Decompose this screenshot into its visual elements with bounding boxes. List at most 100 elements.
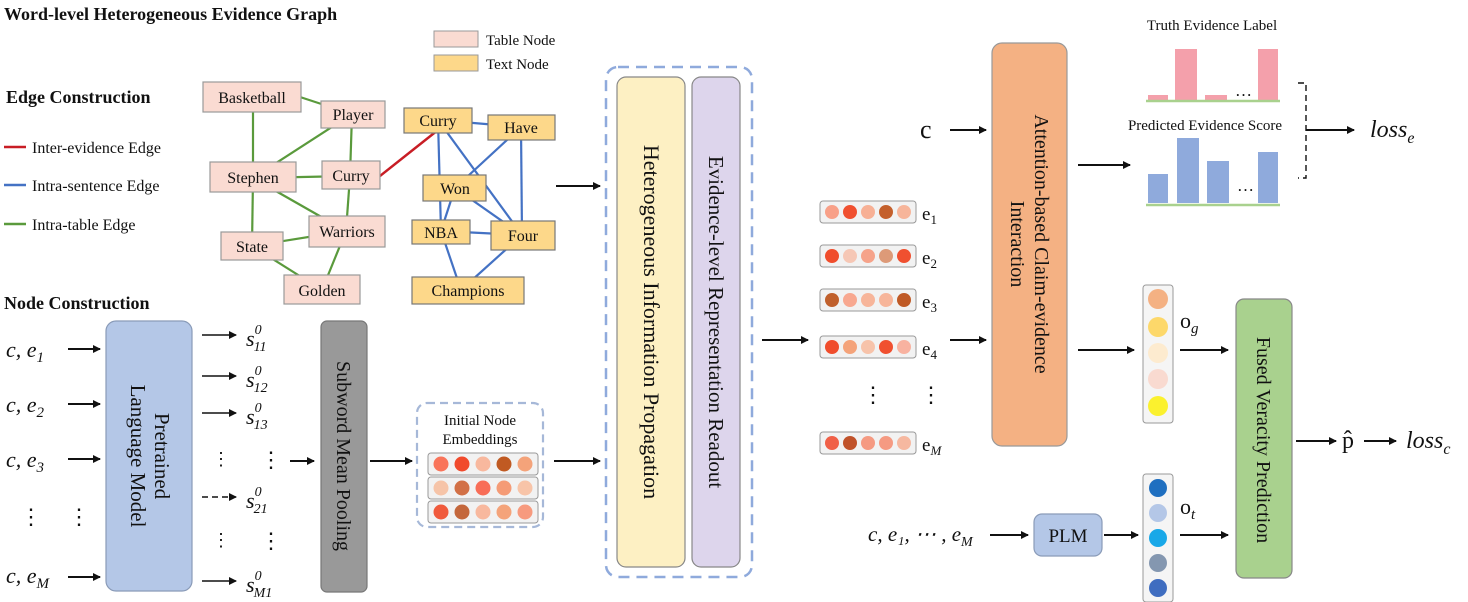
intra-sentence-edges (436, 118, 524, 291)
svg-text:Warriors: Warriors (319, 224, 375, 241)
graph-title: Word-level Heterogeneous Evidence Graph (4, 4, 337, 24)
evidence-vectors (819, 200, 917, 455)
evidence-ellipsis-1: ⋮ (862, 382, 884, 407)
propagation-container (604, 65, 754, 579)
svg-text:Golden: Golden (298, 283, 345, 300)
og-label: og (1180, 308, 1199, 337)
loss-e-bracket (1298, 82, 1307, 179)
s-term-arrows (202, 331, 237, 585)
truth-label-title: Truth Evidence Label (1147, 18, 1277, 34)
loss-e: losse (1370, 117, 1414, 147)
svg-text:Have: Have (504, 120, 538, 137)
evidence-ellipsis-2: ⋮ (920, 382, 942, 407)
text-node-four: Four (490, 220, 556, 251)
table-node-curry: Curry (321, 160, 381, 190)
evidence-label-1: e1 (922, 204, 937, 227)
erro-block (691, 76, 741, 568)
table-node-warriors: Warriors (308, 215, 386, 248)
input-c-e1: c, e1 (6, 337, 44, 366)
evidence-label-4: e4 (922, 339, 937, 362)
input-c-em: c, eM (6, 563, 51, 592)
text-node-curry: Curry (403, 107, 473, 134)
edge-construction-heading: Edge Construction (6, 87, 151, 107)
legend-text-node-swatch (433, 54, 479, 72)
initial-embeddings-line1: Initial Node (444, 413, 516, 429)
legend-intra-table-label: Intra-table Edge (32, 217, 136, 234)
svg-text:Interaction: Interaction (1006, 201, 1028, 288)
inter-evidence-edge (379, 129, 439, 177)
pred-score-bars (1146, 138, 1280, 207)
legend-table-node-label: Table Node (486, 33, 556, 49)
s-ellipsis-2: ⋮ (260, 447, 282, 472)
legend-text-node-label: Text Node (486, 57, 549, 73)
s-ellipsis-1: ⋮ (212, 449, 230, 469)
initial-embeddings-container (415, 401, 545, 529)
hip-label: Heterogeneous Information Propagation (639, 145, 664, 499)
node-construction-heading: Node Construction (4, 293, 150, 313)
svg-text:Player: Player (333, 107, 375, 124)
svg-text:Basketball: Basketball (218, 90, 286, 107)
acei-block (991, 42, 1068, 447)
svg-text:Language Model: Language Model (126, 385, 150, 528)
subword-pooling-label: Subword Mean Pooling (332, 361, 354, 551)
svg-text:Won: Won (440, 181, 470, 198)
table-node-stephen: Stephen (209, 161, 297, 193)
legend-intra-sentence-label: Intra-sentence Edge (32, 178, 159, 195)
ot-label: ot (1180, 494, 1196, 523)
svg-text:c, e2: c, e2 (6, 392, 45, 421)
svg-text:c, e3: c, e3 (6, 447, 44, 476)
fvp-block (1235, 298, 1293, 579)
input-arrows (68, 345, 101, 581)
evidence-label-2: e2 (922, 248, 937, 271)
svg-text:NBA: NBA (424, 225, 458, 242)
table-node-golden: Golden (283, 274, 361, 305)
text-node-won: Won (422, 174, 487, 202)
initial-embedding-rows (427, 452, 539, 524)
svg-text:c, e1: c, e1 (6, 337, 44, 366)
truth-label-bars (1146, 49, 1280, 103)
pred-score-dots: … (1237, 176, 1254, 195)
pred-score-title: Predicted Evidence Score (1128, 118, 1282, 134)
p-hat: p̂ (1342, 428, 1354, 454)
svg-text:c, eM: c, eM (6, 563, 51, 592)
erro-label: Evidence-level Representation Readout (704, 156, 728, 489)
text-node-champions: Champions (411, 276, 525, 305)
text-node-have: Have (487, 114, 556, 141)
svg-text:State: State (236, 239, 268, 256)
svg-text:Attention-based Claim-evidence: Attention-based Claim-evidence (1030, 114, 1052, 373)
acei-label: Attention-based Claim-evidence Interacti… (1006, 114, 1052, 373)
input-ellipsis-right: ⋮ (68, 504, 90, 529)
subword-pooling-block (320, 320, 368, 593)
legend-table-node-swatch (433, 30, 479, 48)
text-node-nba: NBA (411, 219, 471, 245)
input-c-e2: c, e2 (6, 392, 45, 421)
svg-text:Champions: Champions (432, 283, 505, 300)
hip-block (616, 76, 686, 568)
plm-label: PLM (1048, 526, 1087, 547)
pretrained-lm-label: Pretrained Language Model (126, 385, 174, 528)
s-ellipsis-3: ⋮ (212, 530, 230, 550)
ot-vector (1142, 473, 1174, 602)
og-vector (1142, 284, 1174, 424)
plm-input-text: c, e₁, ⋯ , eM (868, 522, 974, 550)
table-node-basketball: Basketball (202, 81, 302, 113)
svg-text:Pretrained: Pretrained (150, 413, 174, 500)
table-node-player: Player (320, 100, 386, 129)
svg-text:Stephen: Stephen (227, 170, 279, 187)
legend-inter-evidence-label: Inter-evidence Edge (32, 140, 161, 157)
claim-c: c (920, 115, 932, 144)
initial-embeddings-line2: Embeddings (443, 432, 518, 448)
truth-label-dots: … (1235, 81, 1252, 100)
plm-box (1033, 513, 1103, 557)
svg-text:Four: Four (508, 228, 539, 245)
svg-text:Curry: Curry (419, 113, 456, 130)
evidence-label-m: eM (922, 435, 942, 458)
loss-c: lossc (1406, 428, 1450, 458)
